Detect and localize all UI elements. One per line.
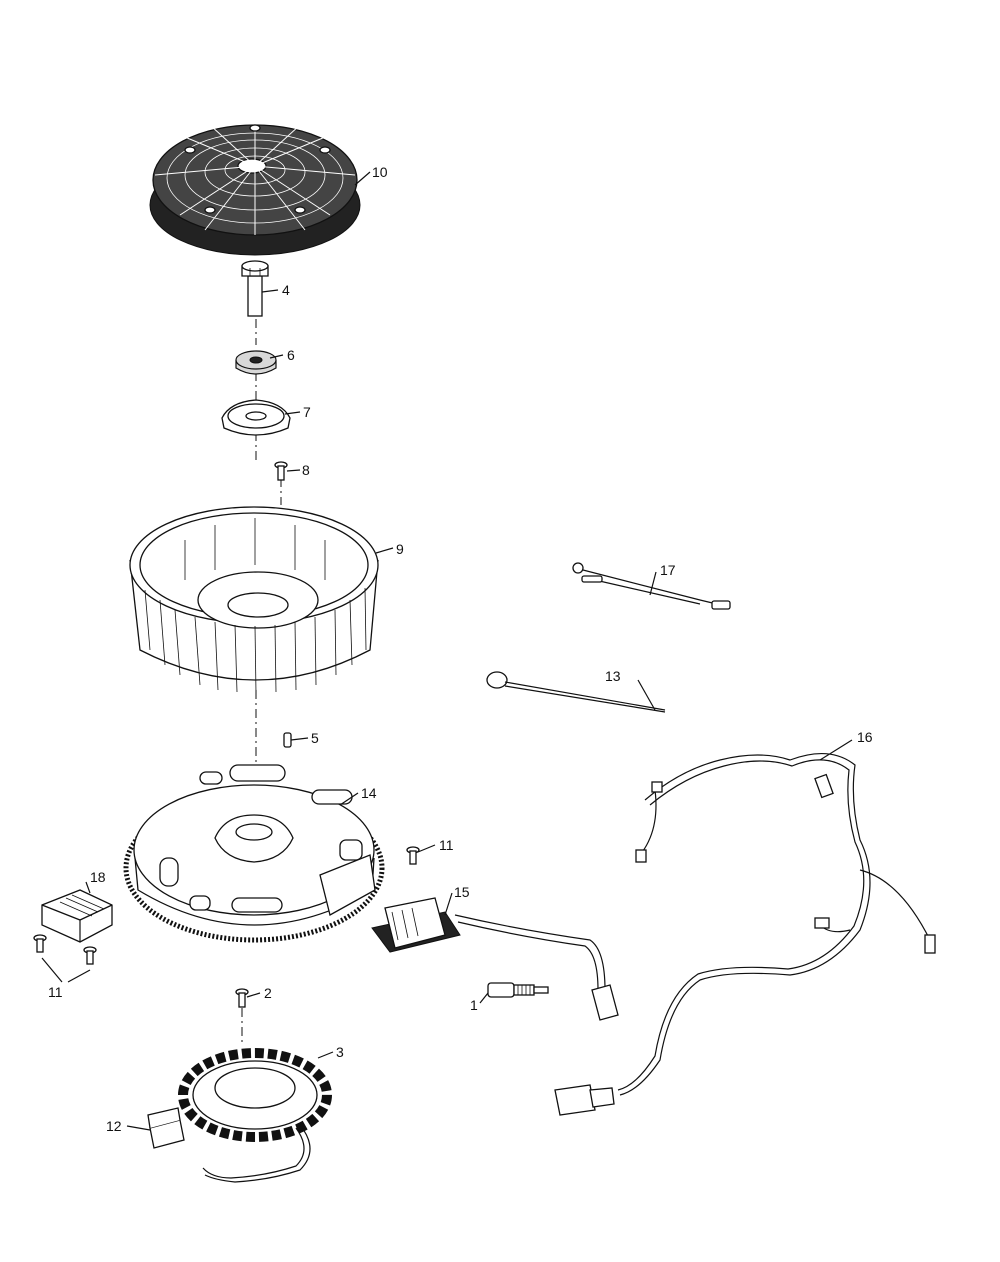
- callout-13: 13: [605, 668, 621, 684]
- part-stator: [178, 1048, 332, 1183]
- callout-5: 5: [311, 730, 319, 746]
- leader-lines: [41, 171, 853, 1131]
- callout-15: 15: [454, 884, 470, 900]
- part-ignition-module: [371, 897, 619, 1021]
- part-ground-wire: [572, 562, 731, 610]
- callout-18: 18: [90, 869, 106, 885]
- callout-17: 17: [660, 562, 676, 578]
- part-cable-tie: [486, 671, 666, 713]
- callout-6: 6: [287, 347, 295, 363]
- part-retainer-plate: [221, 399, 291, 436]
- callout-14: 14: [361, 785, 377, 801]
- part-flywheel-bolt: [241, 260, 269, 317]
- callout-9: 9: [396, 541, 404, 557]
- callout-1: 1: [470, 997, 478, 1013]
- callout-8: 8: [302, 462, 310, 478]
- callout-11-top: 11: [439, 837, 454, 853]
- part-flywheel: [123, 764, 385, 943]
- callout-2: 2: [264, 985, 272, 1001]
- callout-4: 4: [282, 282, 290, 298]
- callout-16: 16: [857, 729, 873, 745]
- callout-labels: 10 4 6 7 8 9 5 14 11 18 11 15 1 2 3 12 1…: [48, 164, 873, 1134]
- part-module-18: [41, 889, 113, 943]
- part-screw-11: [33, 846, 420, 965]
- callout-12: 12: [106, 1118, 122, 1134]
- part-cooling-fan: [129, 506, 379, 694]
- part-wiring-harness: [554, 752, 936, 1116]
- part-fan-screen: [149, 124, 361, 256]
- callout-10: 10: [372, 164, 388, 180]
- part-screw-2: [235, 988, 249, 1008]
- part-clip-12: [147, 1107, 185, 1149]
- callout-11-bottom: 11: [48, 984, 63, 1000]
- part-key-pin: [283, 732, 292, 748]
- part-washer: [235, 350, 277, 375]
- part-spark-plug: [487, 982, 549, 998]
- callout-7: 7: [303, 404, 311, 420]
- part-screw-8: [274, 461, 288, 481]
- callout-3: 3: [336, 1044, 344, 1060]
